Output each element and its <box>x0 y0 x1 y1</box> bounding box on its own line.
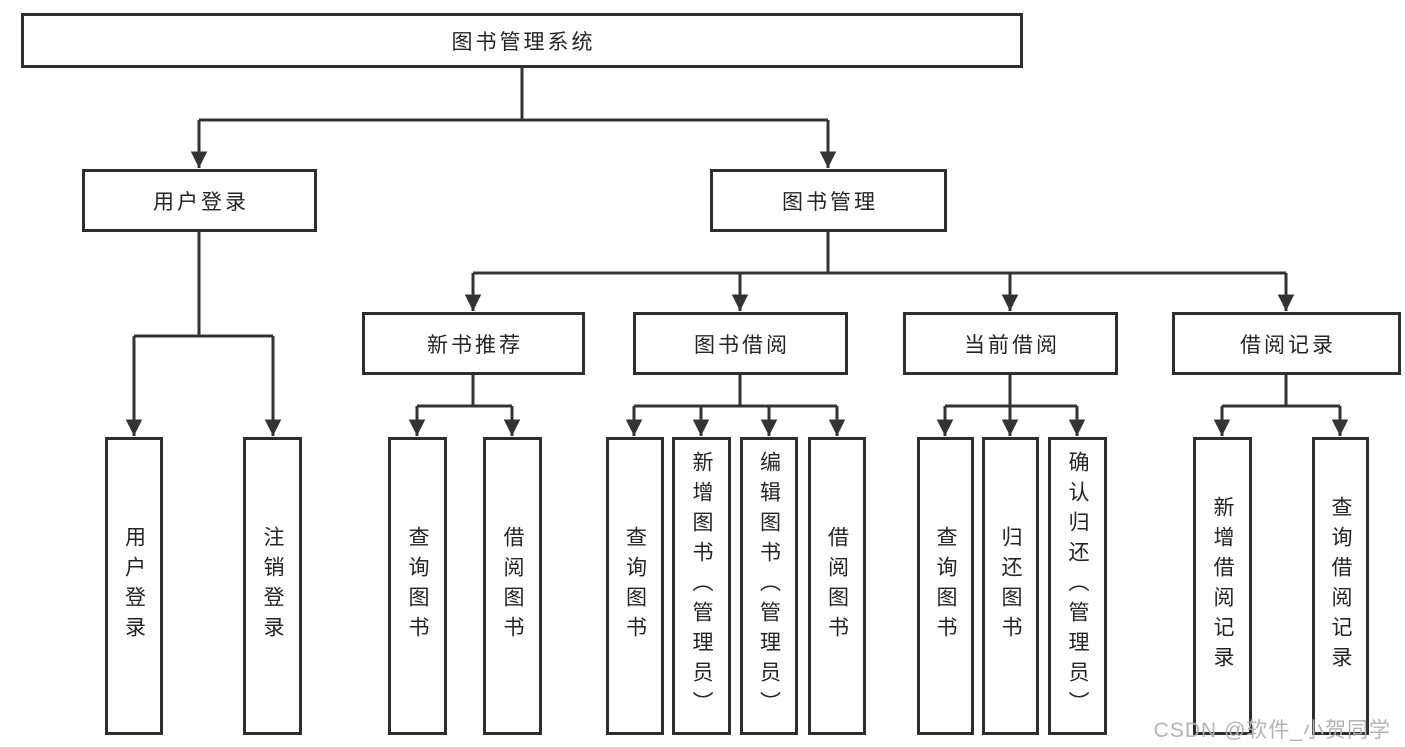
connector-current-borrow-to-leaves <box>936 375 1086 436</box>
leaf-query-borrow-record-label: 查询借阅记录 <box>1329 496 1352 676</box>
leaf-query-book-3: 查询图书 <box>917 437 974 735</box>
leaf-logout: 注销登录 <box>243 437 302 735</box>
node-book-borrow: 图书借阅 <box>633 312 848 375</box>
connector-user-login-to-leaves <box>125 232 282 436</box>
connector-new-book-to-leaves <box>408 375 521 436</box>
leaf-return-book-label: 归还图书 <box>999 526 1022 646</box>
leaf-borrow-book-1: 借阅图书 <box>483 437 542 735</box>
leaf-add-book-admin-label: 新增图书（管理员） <box>690 451 713 721</box>
leaf-query-book-1: 查询图书 <box>388 437 447 735</box>
connector-root-to-level2 <box>190 68 837 168</box>
node-root: 图书管理系统 <box>21 13 1023 68</box>
leaf-user-login: 用户登录 <box>105 437 163 735</box>
leaf-user-login-label: 用户登录 <box>122 526 146 646</box>
leaf-query-borrow-record: 查询借阅记录 <box>1312 437 1369 735</box>
leaf-edit-book-admin: 编辑图书（管理员） <box>740 437 798 735</box>
leaf-query-book-2-label: 查询图书 <box>623 526 647 646</box>
leaf-edit-book-admin-label: 编辑图书（管理员） <box>757 451 781 721</box>
leaf-logout-label: 注销登录 <box>261 526 284 646</box>
connector-book-management-to-level3 <box>464 232 1295 311</box>
leaf-confirm-return-admin: 确认归还（管理员） <box>1048 437 1107 735</box>
leaf-confirm-return-admin-label: 确认归还（管理员） <box>1066 451 1089 721</box>
leaf-return-book: 归还图书 <box>982 437 1039 735</box>
leaf-borrow-book-2: 借阅图书 <box>808 437 866 735</box>
leaf-add-borrow-record: 新增借阅记录 <box>1193 437 1252 735</box>
leaf-add-borrow-record-label: 新增借阅记录 <box>1211 496 1234 676</box>
node-user-login: 用户登录 <box>82 169 317 232</box>
connector-book-borrow-to-leaves <box>625 375 846 436</box>
node-borrow-records: 借阅记录 <box>1172 312 1401 375</box>
connector-borrow-records-to-leaves <box>1213 375 1349 436</box>
leaf-query-book-2: 查询图书 <box>606 437 664 735</box>
leaf-add-book-admin: 新增图书（管理员） <box>672 437 731 735</box>
node-book-management: 图书管理 <box>710 169 947 232</box>
node-new-book-recommend: 新书推荐 <box>362 312 585 375</box>
leaf-borrow-book-2-label: 借阅图书 <box>825 526 849 646</box>
leaf-borrow-book-1-label: 借阅图书 <box>501 526 524 646</box>
node-current-borrow: 当前借阅 <box>903 312 1118 375</box>
leaf-query-book-3-label: 查询图书 <box>934 526 957 646</box>
leaf-query-book-1-label: 查询图书 <box>406 526 429 646</box>
